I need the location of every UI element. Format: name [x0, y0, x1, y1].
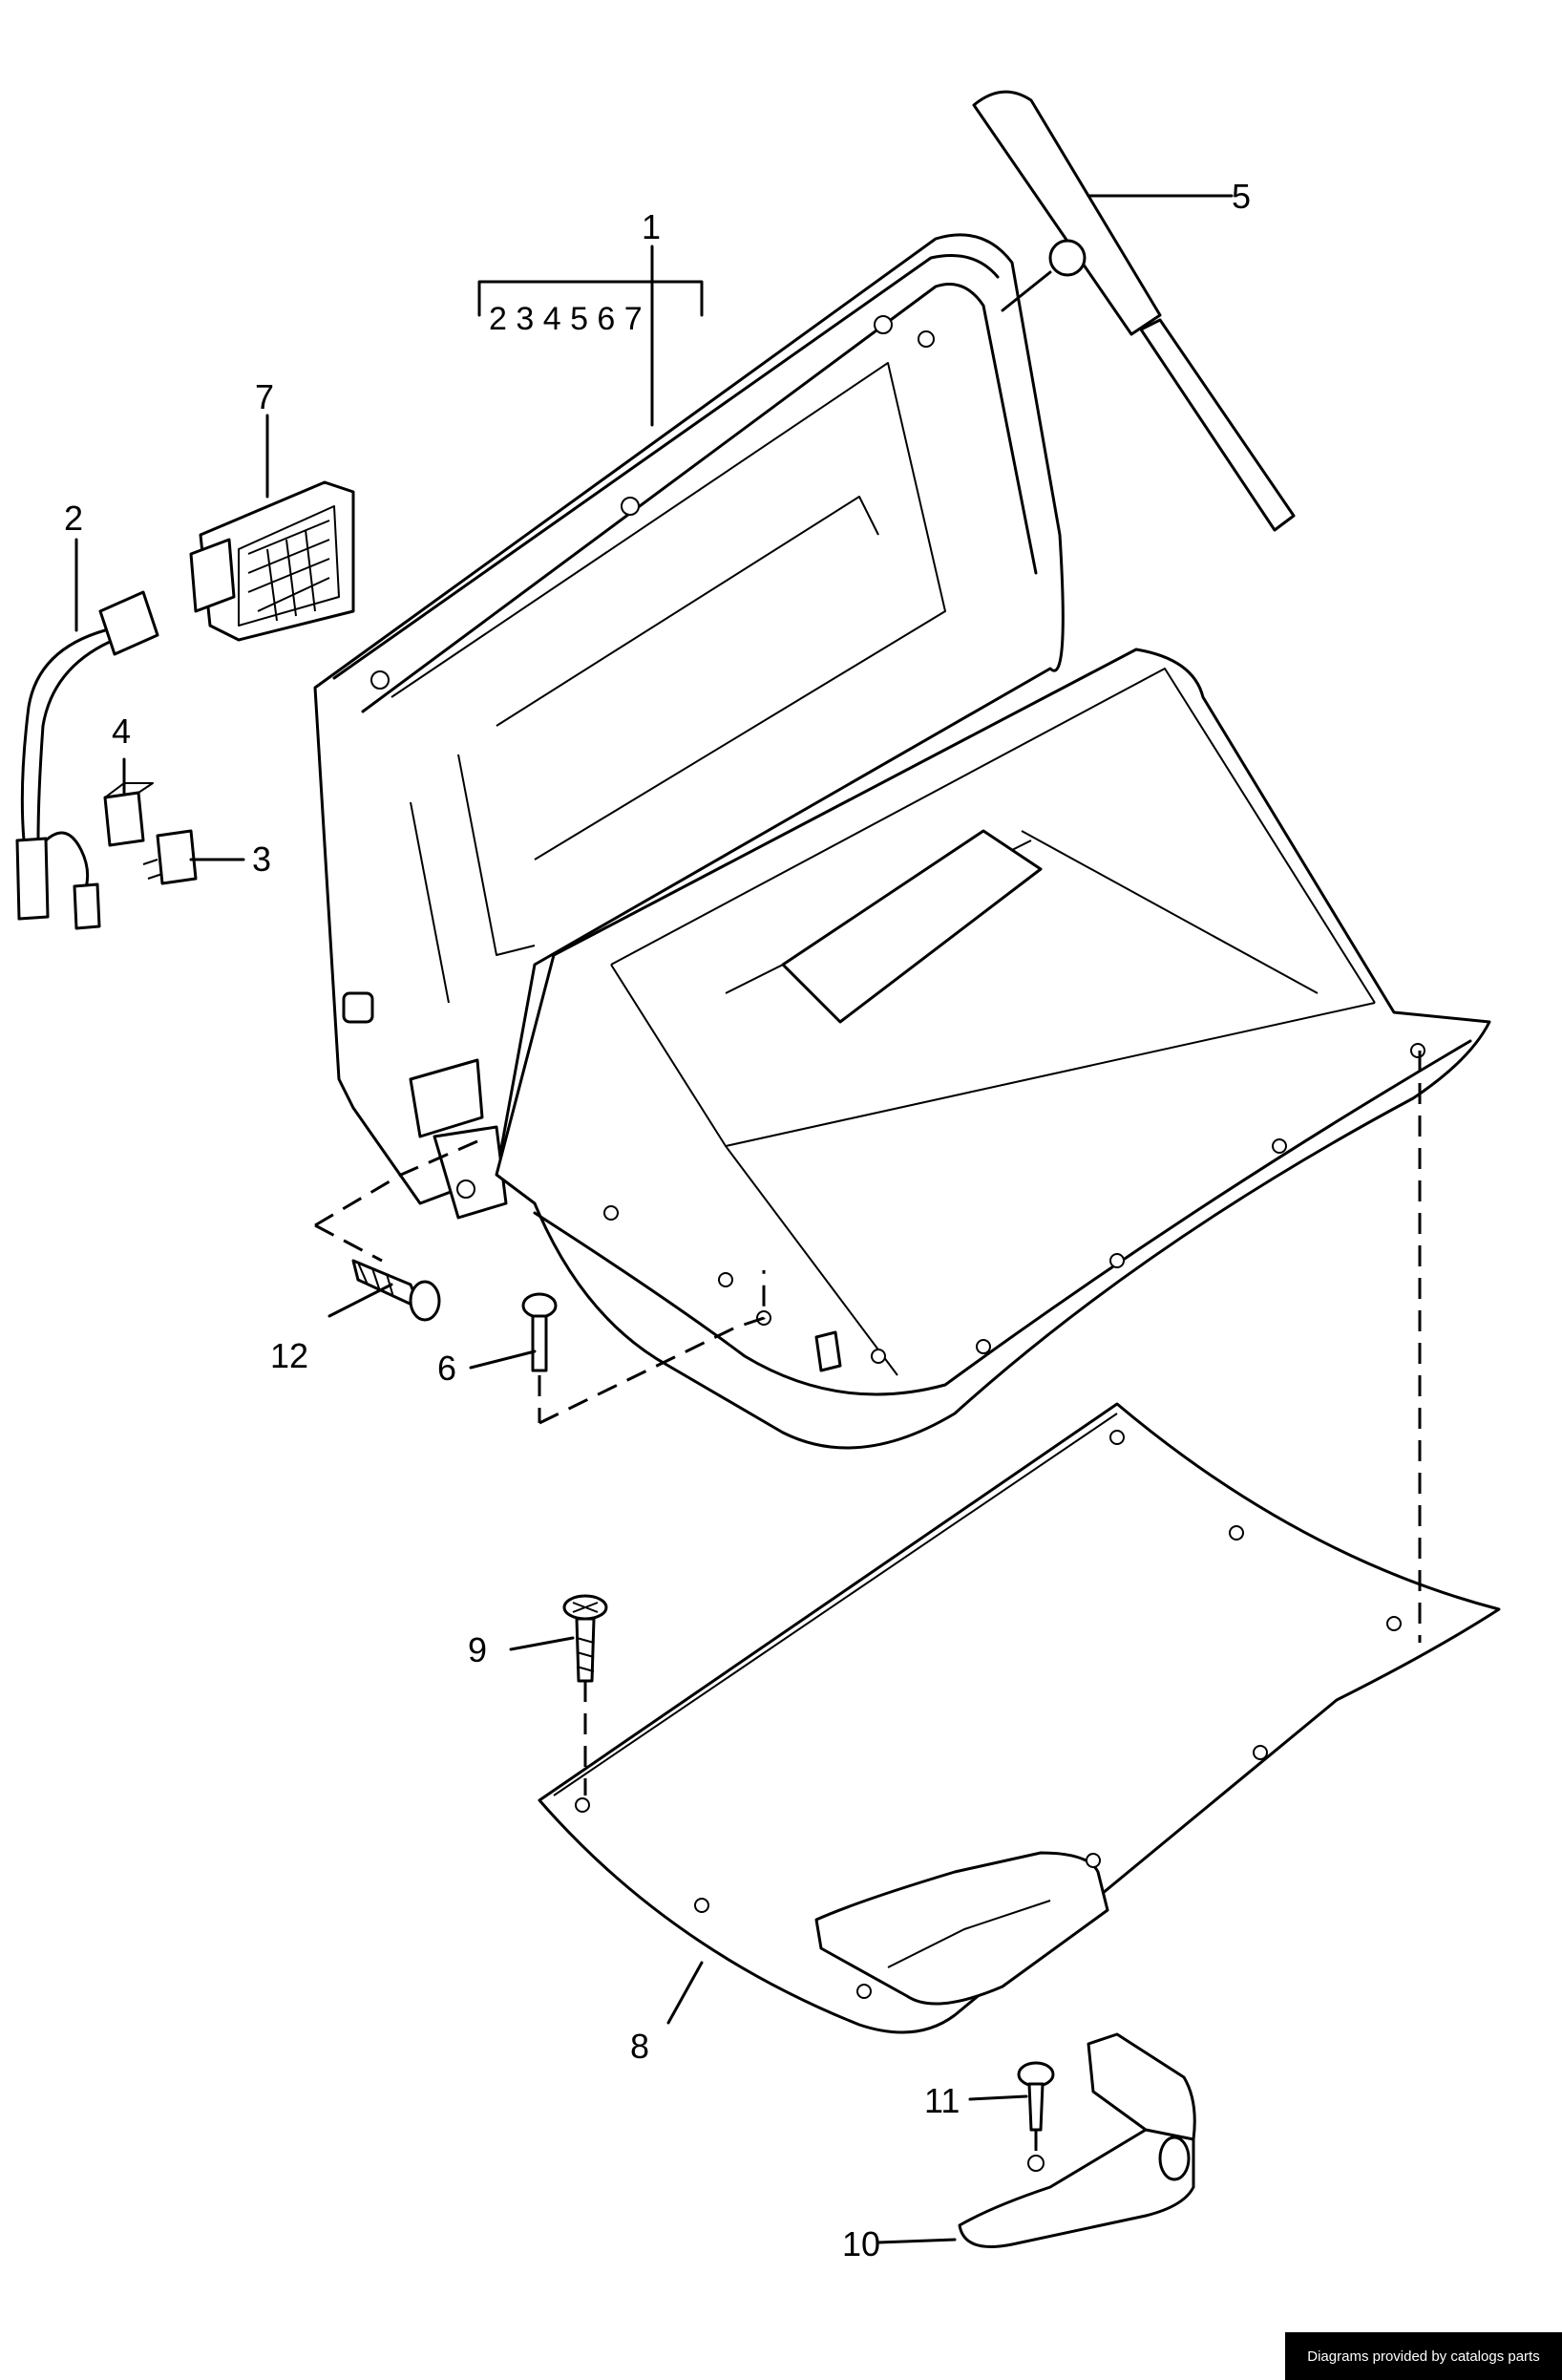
callout-4: 4: [112, 712, 131, 751]
part-2-wiring-harness: [15, 590, 159, 930]
callout-3: 3: [252, 839, 271, 879]
part-3-switch: [142, 829, 198, 885]
callout-6: 6: [437, 1349, 456, 1388]
callout-9: 9: [468, 1630, 487, 1669]
callout-8: 8: [630, 2027, 649, 2066]
glovebox-frame: [313, 233, 1065, 1220]
callout-10: 10: [842, 2224, 880, 2263]
part-10-latch-handle: [958, 2032, 1196, 2248]
callout-11: 11: [924, 2081, 960, 2120]
part-5-damper: [972, 90, 1296, 532]
glovebox-bin: [495, 648, 1491, 1450]
callout-12: 12: [270, 1336, 308, 1375]
glovebox-lower-panel: [538, 1402, 1501, 2034]
part-12-screw: [351, 1259, 441, 1322]
part-11-screw: [1017, 2061, 1055, 2132]
callout-5: 5: [1232, 177, 1251, 216]
diagram-credit-banner: Diagrams provided by catalogs parts: [1285, 2332, 1562, 2380]
part-6-pin: [521, 1292, 558, 1372]
callout-1: 1: [642, 207, 661, 246]
leader-lines: [74, 194, 1234, 2244]
part-7-lamp: [189, 480, 355, 642]
callout-7: 7: [255, 377, 274, 416]
callout-2: 2: [64, 499, 83, 538]
kit-contents-list: 2 3 4 5 6 7: [489, 301, 643, 337]
assembly-lines: [314, 1051, 1422, 2160]
part-9-screw: [562, 1594, 608, 1683]
part-4-clip: [103, 782, 154, 847]
